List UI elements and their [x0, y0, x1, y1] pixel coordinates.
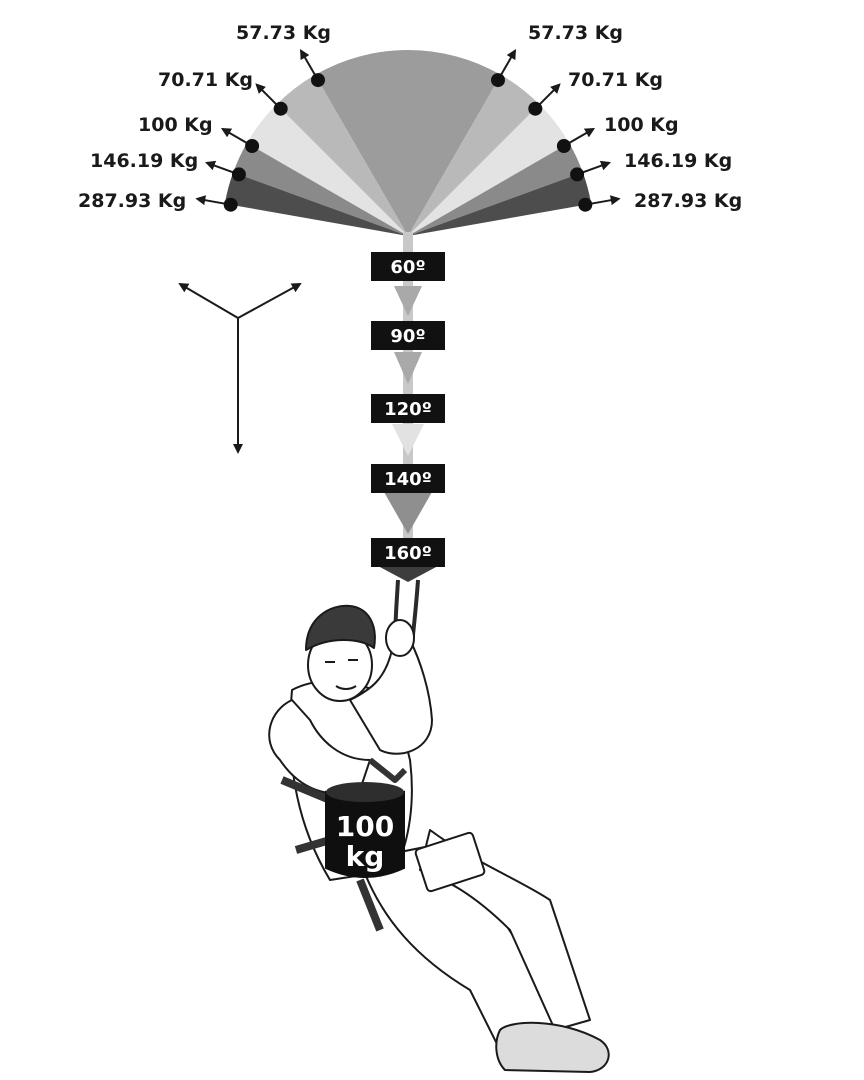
angle-column: 60º 90º 120º 140º 160º	[371, 232, 445, 582]
force-label-left-140: 146.19 Kg	[90, 150, 198, 172]
angle-label-box	[371, 464, 445, 493]
force-label-right-120: 100 Kg	[604, 114, 679, 136]
boot	[495, 1021, 610, 1073]
force-point-120-right	[556, 139, 571, 153]
force-labels-left: 57.73 Kg 70.71 Kg 100 Kg 146.19 Kg 287.9…	[78, 22, 331, 212]
force-label-right-60: 57.73 Kg	[528, 22, 623, 44]
angle-fan	[224, 49, 592, 237]
angle-label-140: 140º	[384, 469, 432, 490]
angle-label-160: 160º	[384, 543, 432, 564]
force-point-140-left	[231, 167, 246, 182]
arm	[268, 699, 371, 795]
force-point-60-left	[311, 73, 325, 88]
chevron-down-icon	[384, 492, 432, 534]
force-vectors	[195, 48, 621, 212]
chevron-down-icon	[392, 424, 424, 456]
angle-label-box	[371, 252, 445, 281]
angle-label-box	[371, 321, 445, 350]
arm	[349, 639, 433, 755]
force-label-left-120: 100 Kg	[138, 114, 213, 136]
force-point-160-right	[578, 197, 593, 212]
force-point-90-right	[528, 101, 543, 116]
force-label-right-140: 146.19 Kg	[624, 150, 732, 172]
angle-label-box	[371, 538, 445, 567]
force-point-60-right	[491, 73, 505, 88]
fan-sector-140-right	[408, 143, 583, 236]
angle-label-90: 90º	[390, 326, 425, 347]
load-value: 100	[336, 810, 394, 843]
worker-figure	[268, 604, 610, 1073]
load-weight: 100 kg	[325, 782, 405, 878]
force-label-right-90: 70.71 Kg	[568, 69, 663, 91]
force-point-140-right	[570, 167, 585, 182]
chevron-down-icon	[378, 566, 438, 582]
force-point-120-left	[245, 139, 260, 153]
fan-sector-90-right	[408, 74, 540, 237]
fan-sector-160-right	[408, 172, 592, 236]
fan-sector-120-left	[246, 104, 408, 236]
force-label-left-90: 70.71 Kg	[158, 69, 253, 91]
load-unit: kg	[346, 840, 385, 873]
force-label-left-160: 287.93 Kg	[78, 190, 186, 212]
fan-sector-160-left	[224, 172, 408, 236]
y-force-symbol	[178, 282, 302, 454]
chevron-down-icon	[394, 286, 422, 316]
fan-sector-60	[315, 49, 501, 236]
angle-label-box	[371, 394, 445, 423]
force-label-right-160: 287.93 Kg	[634, 190, 742, 212]
chevron-down-icon	[394, 352, 422, 384]
fan-sector-90-left	[276, 74, 408, 237]
force-point-160-left	[223, 197, 238, 212]
angle-label-60: 60º	[390, 257, 425, 278]
helmet	[305, 604, 376, 651]
angle-label-120: 120º	[384, 399, 432, 420]
fan-sector-120-right	[408, 104, 570, 236]
fan-sector-140-left	[233, 143, 408, 236]
force-label-left-60: 57.73 Kg	[236, 22, 331, 44]
force-labels-right: 57.73 Kg 70.71 Kg 100 Kg 146.19 Kg 287.9…	[528, 22, 742, 212]
force-point-90-left	[273, 101, 288, 116]
